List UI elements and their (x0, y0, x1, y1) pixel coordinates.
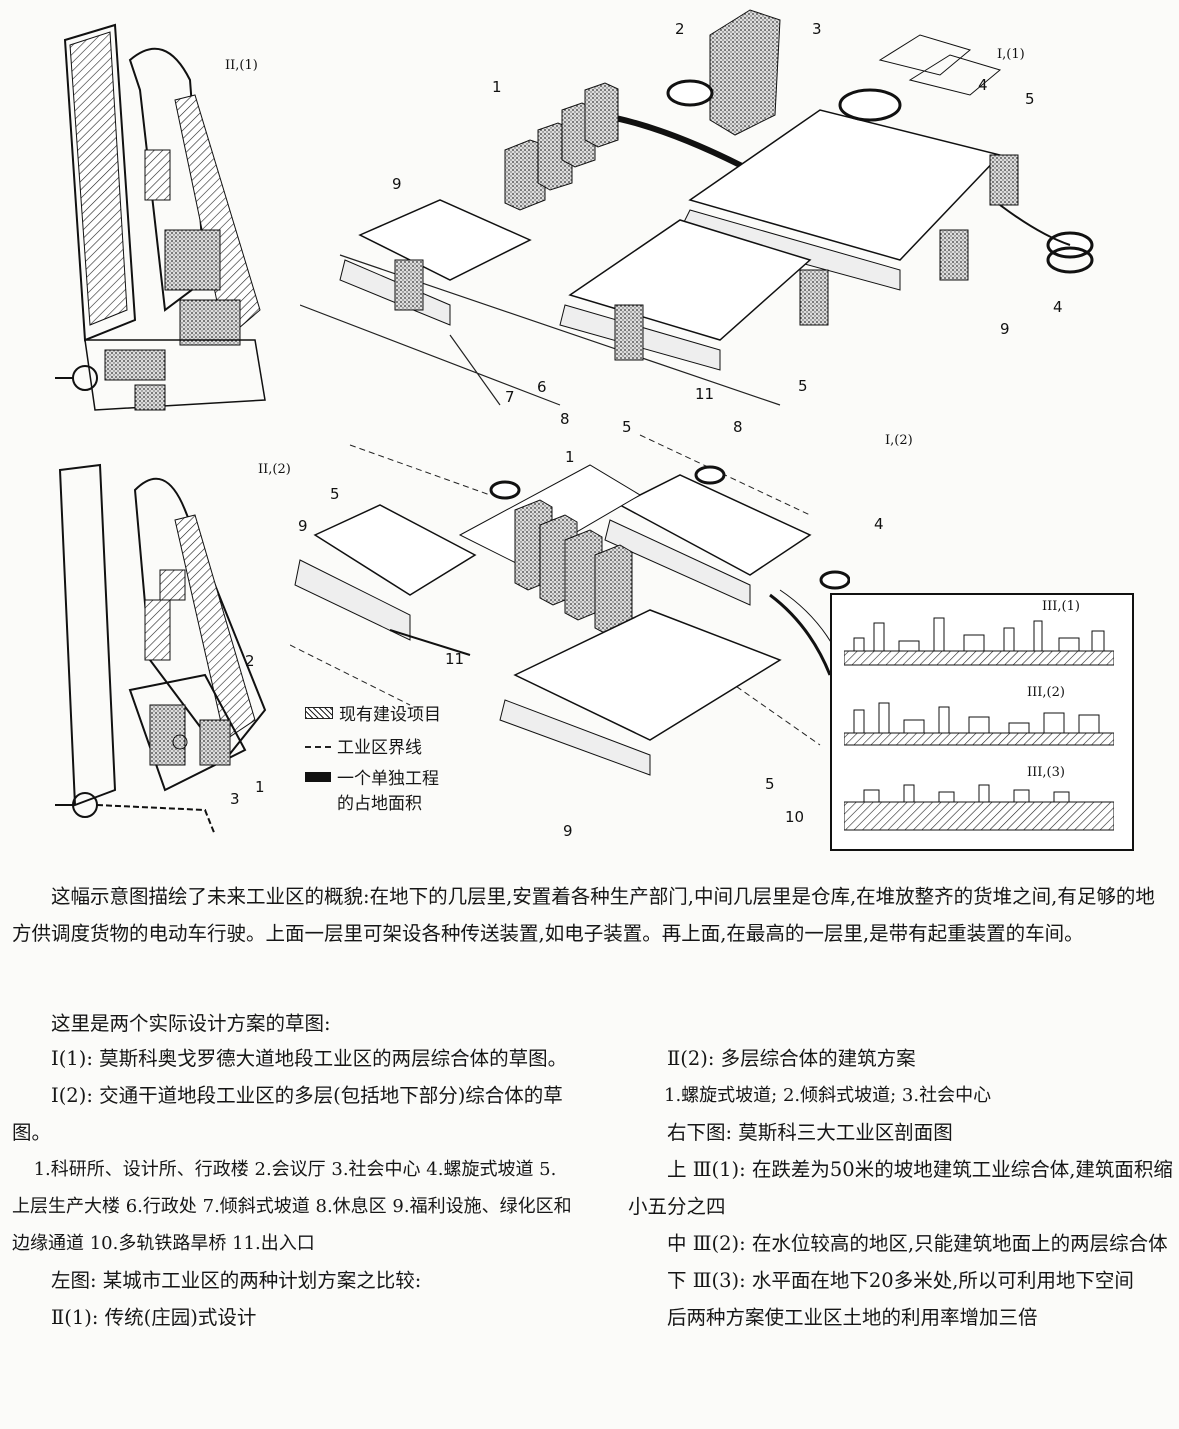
right-item: 中 Ⅲ(2): 在水位较高的地区,只能建筑地面上的两层综合体 (667, 1232, 1168, 1255)
callout: 2 (675, 20, 685, 38)
callout: 5 (1025, 90, 1035, 108)
section-iii-1 (844, 617, 1114, 666)
legend: 现有建设项目 工业区界线 一个单独工程 的占地面积 (305, 700, 441, 814)
callout: 5 (798, 377, 808, 395)
label-ii-1: II,(1) (225, 58, 258, 73)
callout: 11 (445, 650, 465, 668)
callout: 5 (622, 418, 632, 436)
intro-paragraph: 这幅示意图描绘了未来工业区的概貌:在地下的几层里,安置着各种生产部门,中间几层里… (12, 885, 1155, 945)
callout: 4 (1053, 298, 1063, 316)
perspective-i-1 (300, 9, 1094, 406)
callout: 5 (765, 775, 775, 793)
left-item: Ⅱ(1): 传统(庄园)式设计 (51, 1306, 257, 1329)
callout: 8 (733, 418, 743, 436)
right-column: Ⅱ(2): 多层综合体的建筑方案 1.螺旋式坡道; 2.倾斜式坡道; 3.社会中… (628, 1040, 1173, 1336)
callout: 7 (505, 388, 515, 406)
legend-list: 1.科研所、设计所、行政楼 2.会议厅 3.社会中心 4.螺旋式坡道 5.上层生… (12, 1159, 572, 1254)
legend-project: 一个单独工程 (305, 764, 441, 789)
solid-swatch (305, 771, 331, 782)
callout: 4 (874, 515, 884, 533)
right-item: Ⅱ(2): 多层综合体的建筑方案 (667, 1047, 916, 1070)
callout: 1 (492, 78, 502, 96)
callout: 8 (560, 410, 570, 428)
sections-box: III,(1) III,(2) III,(3) (830, 593, 1134, 851)
legend-existing: 现有建设项目 (305, 700, 441, 725)
callout: 3 (812, 20, 822, 38)
callout: 2 (245, 652, 255, 670)
right-item: 1.螺旋式坡道; 2.倾斜式坡道; 3.社会中心 (664, 1085, 992, 1106)
section-iii-3 (844, 784, 1114, 831)
right-item: 下 Ⅲ(3): 水平面在地下20多米处,所以可利用地下空间 (667, 1269, 1134, 1292)
sketch-intro: 这里是两个实际设计方案的草图: (51, 1012, 331, 1035)
callout: 1 (565, 448, 575, 466)
right-item: 右下图: 莫斯科三大工业区剖面图 (667, 1121, 953, 1144)
label-i-1: I,(1) (997, 47, 1025, 62)
figure: II,(1) II,(2) 2 3 1 (55, 9, 1134, 851)
right-item: 后两种方案使工业区土地的利用率增加三倍 (667, 1306, 1038, 1329)
callout: 6 (537, 378, 547, 396)
callout: 9 (298, 517, 308, 535)
perspective-i-2 (290, 434, 850, 776)
callout: 10 (785, 808, 805, 826)
legend-project-2: 的占地面积 (337, 794, 422, 814)
callout: 9 (563, 822, 573, 840)
callout: 1 (255, 778, 265, 796)
callout: 11 (695, 385, 715, 403)
section-iii-2 (844, 702, 1114, 746)
callout: 3 (230, 790, 240, 808)
callout: 4 (978, 76, 988, 94)
left-item: Ⅰ(2): 交通干道地段工业区的多层(包括地下部分)综合体的草图。 (12, 1084, 563, 1144)
label-ii-2: II,(2) (258, 462, 291, 477)
label-iii-3: III,(3) (1027, 765, 1065, 780)
callout: 5 (330, 485, 340, 503)
left-column: Ⅰ(1): 莫斯科奥戈罗德大道地段工业区的两层综合体的草图。 Ⅰ(2): 交通干… (12, 1040, 572, 1336)
hatch-swatch (305, 706, 333, 719)
callout: 9 (392, 175, 402, 193)
callout: 9 (1000, 320, 1010, 338)
label-i-2: I,(2) (885, 433, 913, 448)
legend-boundary: 工业区界线 (305, 733, 441, 758)
label-iii-2: III,(2) (1027, 685, 1065, 700)
left-item: Ⅰ(1): 莫斯科奥戈罗德大道地段工业区的两层综合体的草图。 (51, 1047, 568, 1070)
plan-ii-1 (55, 23, 266, 411)
right-item: 上 Ⅲ(1): 在跌差为50米的坡地建筑工业综合体,建筑面积缩小五分之四 (628, 1158, 1173, 1218)
left-item: 左图: 某城市工业区的两种计划方案之比较: (51, 1269, 422, 1292)
plan-ii-2 (55, 463, 267, 836)
dash-swatch (305, 745, 331, 748)
label-iii-1: III,(1) (1042, 599, 1080, 614)
